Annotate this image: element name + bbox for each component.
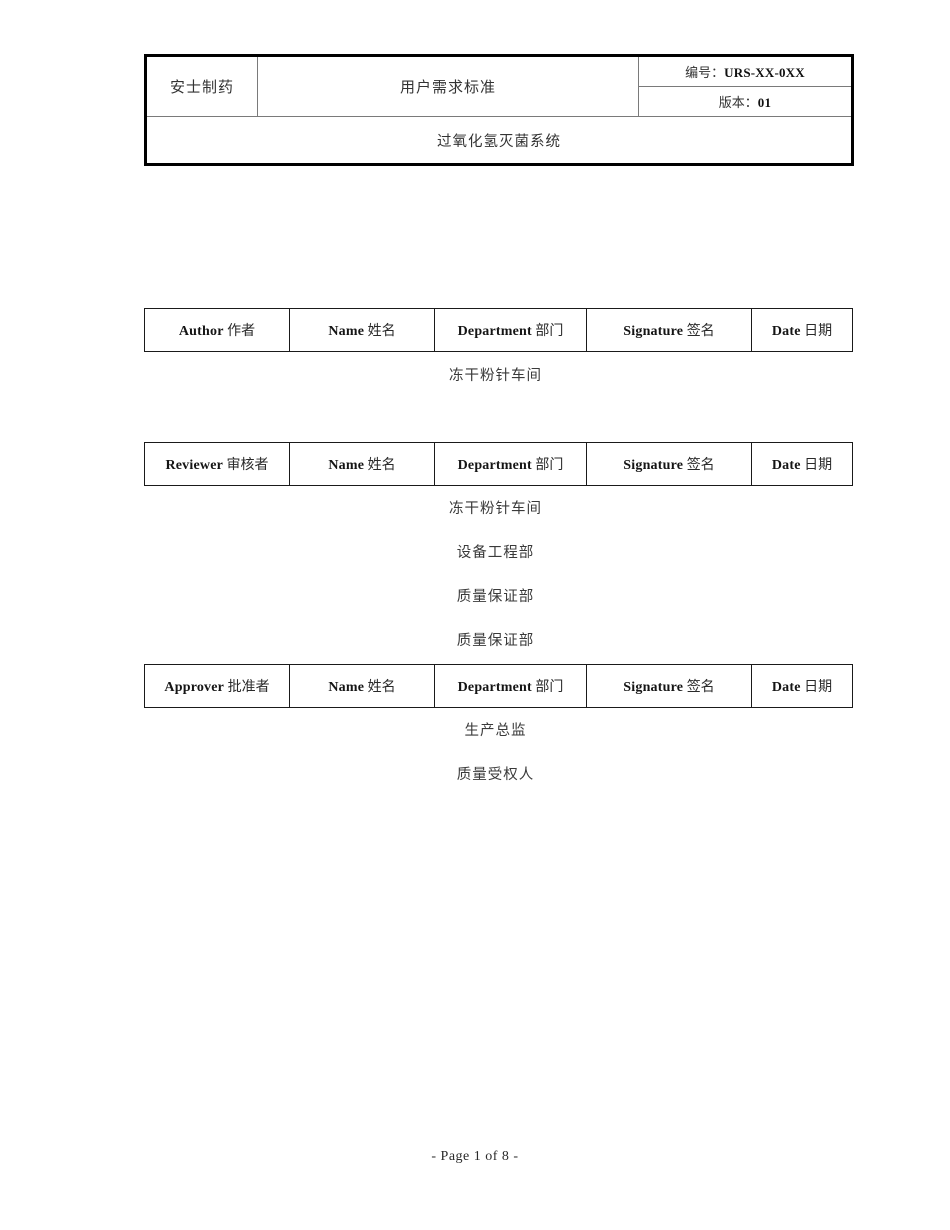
approver-signature-header: Signature 签名	[586, 664, 752, 708]
author-name-header: Name 姓名	[289, 308, 435, 352]
reviewer-date-header: Date 日期	[751, 442, 853, 486]
approver-role-zh: 批准者	[227, 680, 270, 695]
author-role-cell: Author 作者	[144, 308, 290, 352]
document-title: 用户需求标准	[399, 80, 496, 96]
approver-department-header: Department 部门	[434, 664, 587, 708]
approver-department-entry: 生产总监	[144, 719, 847, 740]
name-label-zh: 姓名	[367, 680, 396, 695]
reviewer-department-value: 设备工程部	[456, 545, 535, 561]
reviewer-department-header: Department 部门	[434, 442, 587, 486]
reviewer-name-header: Name 姓名	[289, 442, 435, 486]
code-label: 编号：	[685, 65, 725, 80]
author-role-zh: 作者	[227, 324, 256, 339]
author-date-header: Date 日期	[751, 308, 853, 352]
code-value: URS-XX-0XX	[724, 65, 805, 80]
header-version-cell: 版本：01	[638, 86, 854, 117]
department-label-zh: 部门	[535, 680, 564, 695]
reviewer-role-cell: Reviewer 审核者	[144, 442, 290, 486]
author-department-header: Department 部门	[434, 308, 587, 352]
department-label-zh: 部门	[535, 324, 564, 339]
author-role-en: Author	[178, 324, 224, 339]
signature-label-en: Signature	[623, 324, 684, 339]
reviewer-role-zh: 审核者	[226, 458, 269, 473]
reviewer-department-entry: 设备工程部	[144, 541, 847, 562]
date-label-en: Date	[771, 458, 801, 473]
document-header-table: 安士制药 用户需求标准 编号：URS-XX-0XX 版本：01 过氧化氢灭菌系统	[144, 54, 854, 166]
department-label-en: Department	[457, 324, 532, 339]
signature-label-zh: 签名	[686, 458, 715, 473]
reviewer-department-entry: 质量保证部	[144, 629, 847, 650]
approver-signature-table: Approver 批准者 Name 姓名 Department 部门 Signa…	[144, 664, 853, 708]
header-code-cell: 编号：URS-XX-0XX	[638, 54, 854, 87]
signature-label-zh: 签名	[686, 680, 715, 695]
table-row: Approver 批准者 Name 姓名 Department 部门 Signa…	[144, 664, 853, 708]
reviewer-department-value: 质量保证部	[456, 589, 535, 605]
header-title-cell: 用户需求标准	[257, 54, 639, 117]
signature-label-en: Signature	[623, 458, 684, 473]
approver-department-value: 质量受权人	[456, 767, 535, 783]
approver-role-cell: Approver 批准者	[144, 664, 290, 708]
approver-department-value: 生产总监	[464, 723, 527, 739]
author-department-entry: 冻干粉针车间	[144, 364, 847, 385]
date-label-zh: 日期	[804, 458, 833, 473]
name-label-zh: 姓名	[367, 324, 396, 339]
approver-department-entry: 质量受权人	[144, 763, 847, 784]
reviewer-signature-header: Signature 签名	[586, 442, 752, 486]
name-label-en: Name	[328, 458, 365, 473]
signature-label-en: Signature	[623, 680, 684, 695]
page-number-text: - Page 1 of 8 -	[431, 1149, 519, 1164]
header-system-cell: 过氧化氢灭菌系统	[144, 116, 854, 166]
author-department-value: 冻干粉针车间	[449, 368, 542, 384]
date-label-en: Date	[771, 680, 801, 695]
name-label-en: Name	[328, 680, 365, 695]
approver-role-en: Approver	[164, 680, 225, 695]
name-label-zh: 姓名	[367, 458, 396, 473]
reviewer-department-entry: 冻干粉针车间	[144, 497, 847, 518]
department-label-en: Department	[457, 458, 532, 473]
company-name: 安士制药	[169, 80, 234, 96]
version-label: 版本：	[718, 95, 758, 110]
reviewer-signature-table: Reviewer 审核者 Name 姓名 Department 部门 Signa…	[144, 442, 853, 486]
author-signature-header: Signature 签名	[586, 308, 752, 352]
table-row: Author 作者 Name 姓名 Department 部门 Signatur…	[144, 308, 853, 352]
department-label-en: Department	[457, 680, 532, 695]
table-row: Reviewer 审核者 Name 姓名 Department 部门 Signa…	[144, 442, 853, 486]
version-value: 01	[757, 95, 772, 110]
department-label-zh: 部门	[535, 458, 564, 473]
name-label-en: Name	[328, 324, 365, 339]
reviewer-role-en: Reviewer	[165, 458, 224, 473]
system-name: 过氧化氢灭菌系统	[437, 133, 561, 150]
page-footer: - Page 1 of 8 -	[0, 1149, 950, 1165]
reviewer-department-value: 质量保证部	[456, 633, 535, 649]
signature-label-zh: 签名	[686, 324, 715, 339]
reviewer-department-value: 冻干粉针车间	[449, 501, 542, 517]
approver-name-header: Name 姓名	[289, 664, 435, 708]
date-label-zh: 日期	[804, 324, 833, 339]
author-signature-table: Author 作者 Name 姓名 Department 部门 Signatur…	[144, 308, 853, 352]
header-company-cell: 安士制药	[144, 54, 258, 117]
reviewer-department-entry: 质量保证部	[144, 585, 847, 606]
date-label-en: Date	[771, 324, 801, 339]
date-label-zh: 日期	[804, 680, 833, 695]
approver-date-header: Date 日期	[751, 664, 853, 708]
